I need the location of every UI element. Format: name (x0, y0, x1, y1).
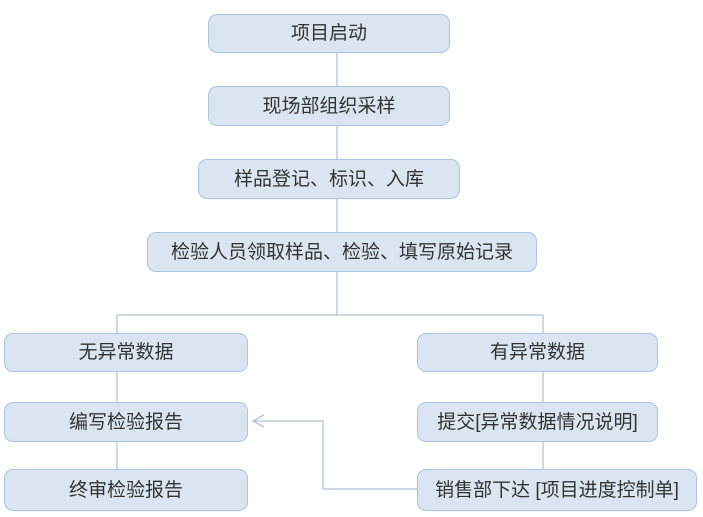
flow-node-inspection-records: 检验人员领取样品、检验、填写原始记录 (147, 232, 537, 272)
flow-node-no-abnormal-data: 无异常数据 (4, 333, 248, 372)
flow-node-abnormal-data: 有异常数据 (417, 333, 658, 372)
feedback-arrowhead (251, 414, 265, 428)
flow-node-write-report: 编写检验报告 (4, 402, 248, 442)
flow-node-sample-registration: 样品登记、标识、入库 (198, 159, 460, 199)
edge-sales-feedback-to-write-report (254, 420, 417, 490)
flow-node-project-start: 项目启动 (208, 14, 450, 53)
flow-node-sales-control-sheet: 销售部下达 [项目进度控制单] (417, 469, 697, 511)
flow-node-final-review-report: 终审检验报告 (4, 469, 248, 511)
flow-node-submit-explanation: 提交[异常数据情况说明] (417, 402, 658, 442)
flow-node-site-sampling: 现场部组织采样 (208, 86, 450, 126)
